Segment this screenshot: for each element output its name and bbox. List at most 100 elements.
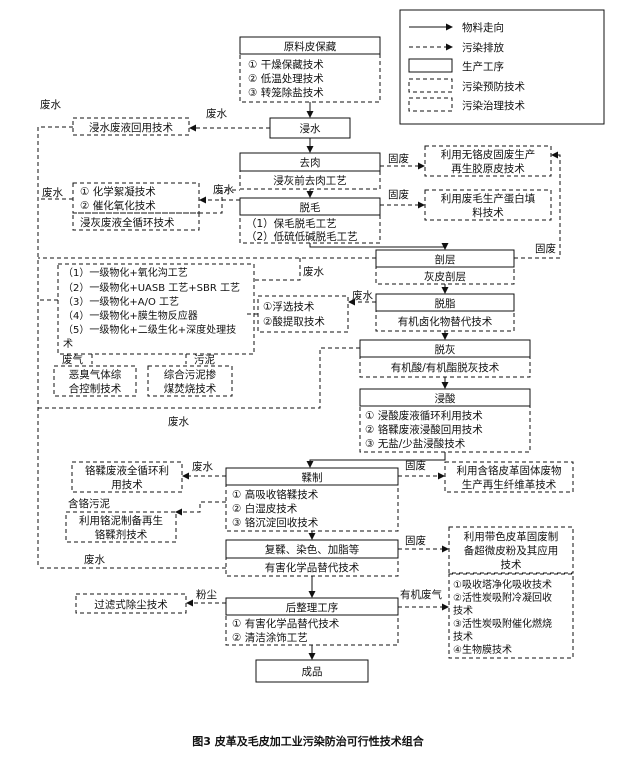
label-wastewater: 废水: [42, 186, 63, 199]
svg-text:恶臭气体综: 恶臭气体综: [69, 368, 122, 381]
dashed-box-icon: [408, 97, 453, 112]
svg-text:利用带色皮革固废制: 利用带色皮革固废制: [464, 530, 559, 543]
solid-box-icon: [408, 58, 453, 73]
label-wastewater: 废水: [84, 553, 105, 566]
svg-text:（2）一级物化+UASB 工艺+SBR 工艺: （2）一级物化+UASB 工艺+SBR 工艺: [63, 281, 240, 294]
node-title: 浸水: [300, 123, 321, 135]
label-chrome-sludge: 含铬污泥: [68, 497, 110, 510]
svg-text:（5）一级物化+二级生化+深度处理技: （5）一级物化+二级生化+深度处理技: [63, 323, 236, 336]
node-item: ② 清洁涂饰工艺: [232, 631, 308, 644]
node-item: （1）保毛脱毛工艺: [246, 217, 337, 230]
svg-text:铬鞣剂技术: 铬鞣剂技术: [95, 528, 148, 541]
node-title: 脱毛: [300, 201, 321, 214]
node-fiberboard: 利用含铬皮革固体废物 生产再生纤维革技术: [444, 461, 574, 493]
node-fleshing: 去肉 浸灰前去肉工艺: [239, 152, 381, 190]
node-item: ① 干燥保藏技术: [248, 58, 324, 71]
svg-text:①浮选技术: ①浮选技术: [263, 300, 315, 313]
node-tanning: 鞣制 ① 高吸收铬鞣技术 ② 白湿皮技术 ③ 铬沉淀回收技术: [225, 467, 399, 532]
node-sub: 有机酸/有机酯脱灰技术: [391, 361, 500, 374]
dashed-box-icon: [408, 78, 453, 93]
node-soak-recycle: 浸水废液回用技术: [72, 117, 190, 136]
svg-text:（4）一级物化+膜生物反应器: （4）一级物化+膜生物反应器: [63, 309, 198, 322]
node-voc: ①吸收塔净化吸收技术 ②活性炭吸附冷凝回收 技术 ③活性炭吸附催化燃烧 技术 ④…: [448, 573, 574, 659]
node-title: 后整理工序: [286, 601, 339, 614]
label-solid-waste: 固废: [535, 242, 556, 255]
svg-text:①吸收塔净化吸收技术: ①吸收塔净化吸收技术: [453, 578, 552, 591]
svg-text:技术: 技术: [453, 604, 473, 617]
node-soaking: 浸水: [269, 117, 351, 139]
svg-text:利用废毛生产蛋白填: 利用废毛生产蛋白填: [441, 192, 536, 205]
node-item: （2）低硫低碱脱毛工艺: [246, 230, 358, 243]
svg-text:备超微皮粉及其应用: 备超微皮粉及其应用: [464, 544, 559, 557]
legend-prevention: 污染预防技术: [462, 80, 525, 93]
label-solid-waste: 固废: [405, 459, 426, 472]
node-sub: 有害化学品替代技术: [265, 561, 360, 574]
node-finishing: 后整理工序 ① 有害化学品替代技术 ② 清洁涂饰工艺: [225, 597, 399, 646]
node-sub: 浸灰前去肉工艺: [273, 174, 347, 187]
svg-text:用技术: 用技术: [111, 478, 143, 491]
svg-text:过滤式除尘技术: 过滤式除尘技术: [94, 598, 168, 611]
svg-text:②酸提取技术: ②酸提取技术: [263, 315, 325, 328]
node-product: 成品: [255, 659, 369, 683]
legend-material-flow: 物料走向: [462, 21, 504, 34]
node-title: 脱脂: [435, 297, 456, 310]
svg-text:（1）一级物化+氧化沟工艺: （1）一级物化+氧化沟工艺: [63, 266, 188, 279]
node-sub: 灰皮剖层: [424, 270, 466, 283]
svg-text:④生物膜技术: ④生物膜技术: [453, 643, 512, 656]
svg-text:综合污泥掺: 综合污泥掺: [164, 368, 217, 381]
svg-text:铬鞣废液全循环利: 铬鞣废液全循环利: [85, 464, 169, 477]
node-splitting: 剖层 灰皮剖层: [375, 249, 515, 285]
node-title: 去肉: [300, 156, 321, 169]
svg-text:生产再生纤维革技术: 生产再生纤维革技术: [462, 478, 557, 491]
svg-text:煤焚烧技术: 煤焚烧技术: [164, 382, 217, 395]
node-degreasing: 脱脂 有机卤化物替代技术: [375, 293, 515, 332]
node-title: 成品: [302, 666, 323, 678]
label-wastewater: 废水: [168, 415, 189, 428]
node-degrease-treat: ①浮选技术 ②酸提取技术: [257, 295, 349, 333]
node-chrome-recycle: 铬鞣废液全循环利 用技术: [71, 461, 183, 493]
node-item: ② 低温处理技术: [248, 72, 324, 85]
node-item: ③ 铬沉淀回收技术: [232, 516, 319, 529]
node-hair-protein: 利用废毛生产蛋白填 料技术: [424, 189, 552, 221]
node-powder: 利用带色皮革固废制 备超微皮粉及其应用 技术: [448, 526, 574, 574]
label-wastewater: 废水: [352, 289, 373, 302]
node-title: 剖层: [435, 253, 456, 266]
svg-text:浸灰废液全循环技术: 浸灰废液全循环技术: [80, 216, 175, 229]
node-title: 浸酸: [435, 392, 456, 405]
node-deliming: 脱灰 有机酸/有机酯脱灰技术: [359, 339, 531, 378]
node-item: ③ 转笼除盐技术: [248, 86, 324, 99]
legend-pollution-discharge: 污染排放: [462, 41, 504, 54]
node-title: 鞣制: [302, 471, 323, 484]
svg-text:③活性炭吸附催化燃烧: ③活性炭吸附催化燃烧: [453, 617, 552, 630]
svg-text:料技术: 料技术: [472, 206, 504, 219]
svg-text:利用含铬皮革固体废物: 利用含铬皮革固体废物: [457, 464, 562, 477]
svg-text:再生胶原皮技术: 再生胶原皮技术: [451, 162, 525, 175]
node-odor: 恶臭气体综 合控制技术: [53, 365, 137, 397]
node-item: ② 白湿皮技术: [232, 502, 298, 515]
svg-text:（3）一级物化+A/O 工艺: （3）一级物化+A/O 工艺: [63, 295, 179, 308]
svg-text:合控制技术: 合控制技术: [69, 382, 122, 395]
node-dust-filter: 过滤式除尘技术: [75, 593, 187, 614]
node-title: 复鞣、染色、加脂等: [265, 543, 360, 556]
node-item: ③ 无盐/少盐浸酸技术: [365, 437, 466, 450]
svg-text:① 化学絮凝技术: ① 化学絮凝技术: [80, 185, 156, 198]
node-title: 脱灰: [435, 343, 456, 356]
svg-text:②活性炭吸附冷凝回收: ②活性炭吸附冷凝回收: [453, 591, 552, 604]
node-sludge-burn: 综合污泥掺 煤焚烧技术: [147, 365, 233, 397]
label-wastewater: 废水: [213, 183, 234, 196]
svg-text:利用无铬皮固废生产: 利用无铬皮固废生产: [441, 148, 536, 161]
node-item: ① 有害化学品替代技术: [232, 617, 340, 630]
node-sub: 有机卤化物替代技术: [398, 315, 493, 328]
node-dehairing: 脱毛 （1）保毛脱毛工艺 （2）低硫低碱脱毛工艺: [239, 197, 381, 244]
label-waste-gas: 废气: [62, 353, 83, 366]
node-chromefree-glue: 利用无铬皮固废生产 再生胶原皮技术: [424, 145, 552, 177]
node-chrome-sludge-tan: 利用铬泥制备再生 铬鞣剂技术: [65, 511, 177, 543]
node-raw-hide: 原料皮保藏 ① 干燥保藏技术 ② 低温处理技术 ③ 转笼除盐技术: [239, 36, 381, 103]
legend-treatment: 污染治理技术: [462, 99, 525, 112]
node-retanning: 复鞣、染色、加脂等 有害化学品替代技术: [225, 539, 399, 577]
svg-text:② 催化氧化技术: ② 催化氧化技术: [80, 199, 156, 212]
figure-caption: 图3 皮革及毛皮加工业污染防治可行性技术组合: [192, 734, 424, 748]
legend: 物料走向 污染排放 生产工序 污染预防技术 污染治理技术: [399, 9, 605, 125]
label-dust: 粉尘: [196, 588, 217, 601]
